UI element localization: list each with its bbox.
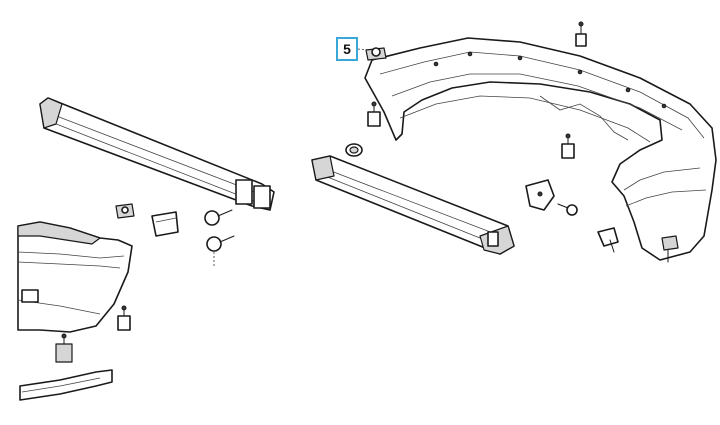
clip-fastener-lower-right <box>661 235 679 263</box>
clip-fastener-bumper-left <box>367 101 381 127</box>
screw-fastener-side <box>557 203 578 216</box>
screw-fastener-top <box>575 21 587 47</box>
grommet <box>345 143 363 157</box>
bolt-fastener-front-1 <box>204 209 233 226</box>
clip-fastener-bumper-center <box>561 133 575 159</box>
rear-bumper-beam <box>311 155 515 255</box>
clip-fastener-front-4 <box>55 333 73 363</box>
push-clip <box>597 227 619 253</box>
front-lower-trim <box>19 369 113 401</box>
clip-fastener-front-1 <box>115 203 135 219</box>
clip-fastener-5 <box>365 47 387 61</box>
side-bracket <box>525 179 555 211</box>
rear-bumper-cover <box>364 37 717 261</box>
clip-fastener-front-2 <box>151 211 179 237</box>
front-bumper-beam <box>39 97 275 211</box>
clip-fastener-front-3 <box>117 305 131 331</box>
front-bumper-cover <box>17 221 133 333</box>
callout-5-leader <box>357 48 367 51</box>
bolt-fastener-front-2 <box>206 235 235 266</box>
part-callout-5[interactable]: 5 <box>336 37 358 61</box>
